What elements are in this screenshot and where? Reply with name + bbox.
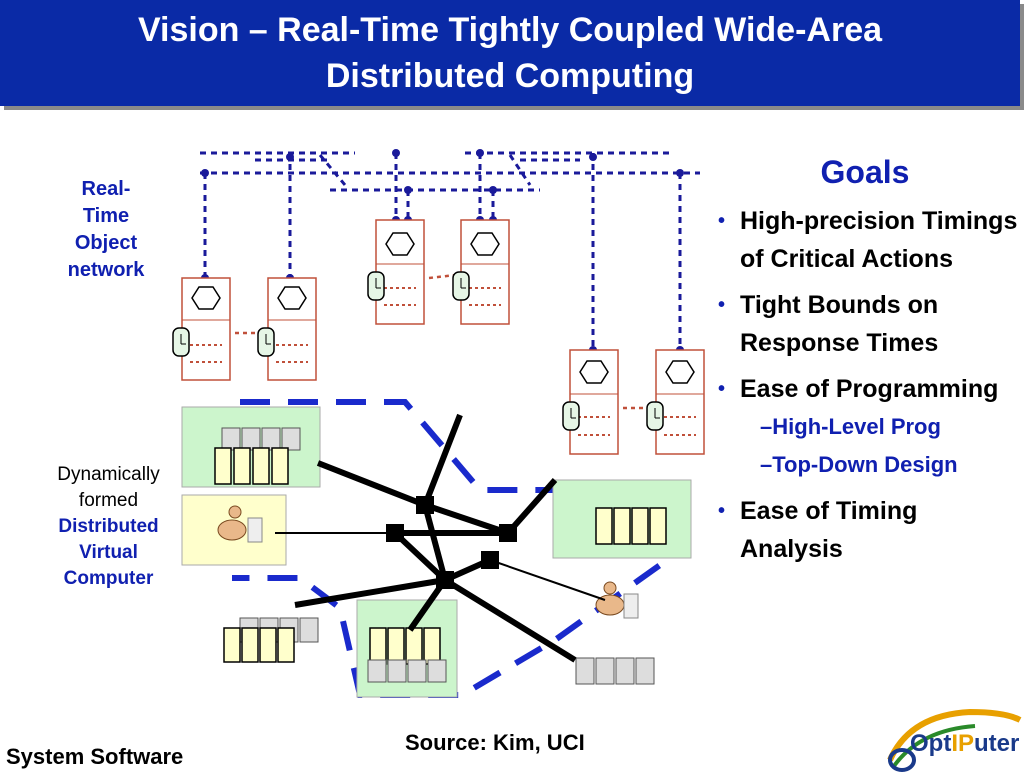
rt-object-pair-3 xyxy=(562,349,705,455)
dash-icon: – xyxy=(760,452,773,477)
server-rack-icon xyxy=(223,627,295,663)
dvc-label-line: Virtual xyxy=(79,542,138,563)
footer-system-software: System Software xyxy=(6,744,184,769)
logo-swoosh-icon xyxy=(887,708,1022,772)
rt-object-pair-2 xyxy=(367,219,510,325)
hexagon-icon xyxy=(191,286,221,310)
goal-text: High-precision Timings of Critical Actio… xyxy=(740,207,1018,273)
subgoal-text: High-Level Prog xyxy=(772,414,941,439)
switch-node xyxy=(386,524,404,542)
compute-node-top-left xyxy=(181,406,321,488)
source-credit: Source: Kim, UCI xyxy=(405,730,585,755)
disk-array-icon xyxy=(367,659,447,683)
disk-array-icon xyxy=(221,427,301,451)
compute-node-user-left xyxy=(181,494,287,566)
hexagon-icon xyxy=(385,232,415,256)
dvc-label: Dynamically formed Distributed Virtual C… xyxy=(36,462,181,592)
goal-text: Tight Bounds on Response Times xyxy=(740,291,939,357)
switch-network xyxy=(275,413,606,663)
goals-title: Goals xyxy=(820,154,910,190)
clock-icon xyxy=(172,327,190,357)
title-bar: Vision – Real-Time Tightly Coupled Wide-… xyxy=(0,0,1020,106)
disk-array-icon xyxy=(575,657,655,685)
switch-node xyxy=(481,551,499,569)
compute-node-bottom xyxy=(356,599,458,698)
compute-node-right xyxy=(552,479,692,559)
hexagon-icon xyxy=(277,286,307,310)
goal-item: • Tight Bounds on Response Times xyxy=(710,286,1020,362)
title-line-2: Distributed Computing xyxy=(325,57,695,95)
subgoal-item: –Top-Down Design xyxy=(710,446,1020,484)
optiputer-logo: OptIPuter xyxy=(880,700,1024,777)
rt-label-line: Object xyxy=(74,232,138,254)
bullet-icon: • xyxy=(718,294,726,316)
clock-icon xyxy=(562,401,580,431)
dvc-label-line: Distributed xyxy=(58,516,159,537)
clock-icon xyxy=(452,271,470,301)
rt-label-line: Time xyxy=(82,205,130,227)
hexagon-icon xyxy=(579,360,609,384)
person-at-computer-icon xyxy=(217,505,263,543)
goal-item: • Ease of Timing Analysis xyxy=(710,492,1020,568)
clock-icon xyxy=(257,327,275,357)
goal-text: Ease of Programming xyxy=(740,375,999,403)
compute-node-bottom-left xyxy=(223,617,319,663)
clock-icon xyxy=(367,271,385,301)
rt-object-network-label: Real- Time Object network xyxy=(36,176,176,284)
rt-label-line: network xyxy=(67,259,145,281)
bullet-icon: • xyxy=(718,210,726,232)
goals-panel: Goals • High-precision Timings of Critic… xyxy=(710,150,1020,568)
title-line-1: Vision – Real-Time Tightly Coupled Wide-… xyxy=(137,11,883,49)
rt-label-line: Real- xyxy=(81,178,131,200)
goal-text: Ease of Timing Analysis xyxy=(740,497,918,563)
bullet-icon: • xyxy=(718,378,726,400)
server-rack-icon xyxy=(214,447,289,485)
server-rack-icon xyxy=(595,507,667,545)
logo-uter: uter xyxy=(974,730,1020,757)
switch-node xyxy=(436,571,454,589)
switch-node xyxy=(416,496,434,514)
dvc-label-line: formed xyxy=(78,490,139,511)
dvc-label-line: Computer xyxy=(63,568,154,589)
goal-item: • High-precision Timings of Critical Act… xyxy=(710,202,1020,278)
switch-nodes xyxy=(386,496,517,589)
logo-ip: IP xyxy=(951,730,975,757)
subgoal-text: Top-Down Design xyxy=(772,452,958,477)
compute-node-bottom-right xyxy=(575,657,655,685)
network-bus-lines xyxy=(200,151,700,350)
goal-item: • Ease of Programming xyxy=(710,370,1020,408)
switch-node xyxy=(499,524,517,542)
subgoal-item: –High-Level Prog xyxy=(710,408,1020,446)
bullet-icon: • xyxy=(718,500,726,522)
logo-text: OptIPuter xyxy=(910,730,1019,758)
hexagon-icon xyxy=(665,360,695,384)
rt-object-pair-1 xyxy=(172,277,317,381)
logo-opt: Opt xyxy=(910,730,952,757)
hexagon-icon xyxy=(470,232,500,256)
dvc-label-line: Dynamically xyxy=(57,464,160,485)
dash-icon: – xyxy=(760,414,773,439)
clock-icon xyxy=(646,401,664,431)
